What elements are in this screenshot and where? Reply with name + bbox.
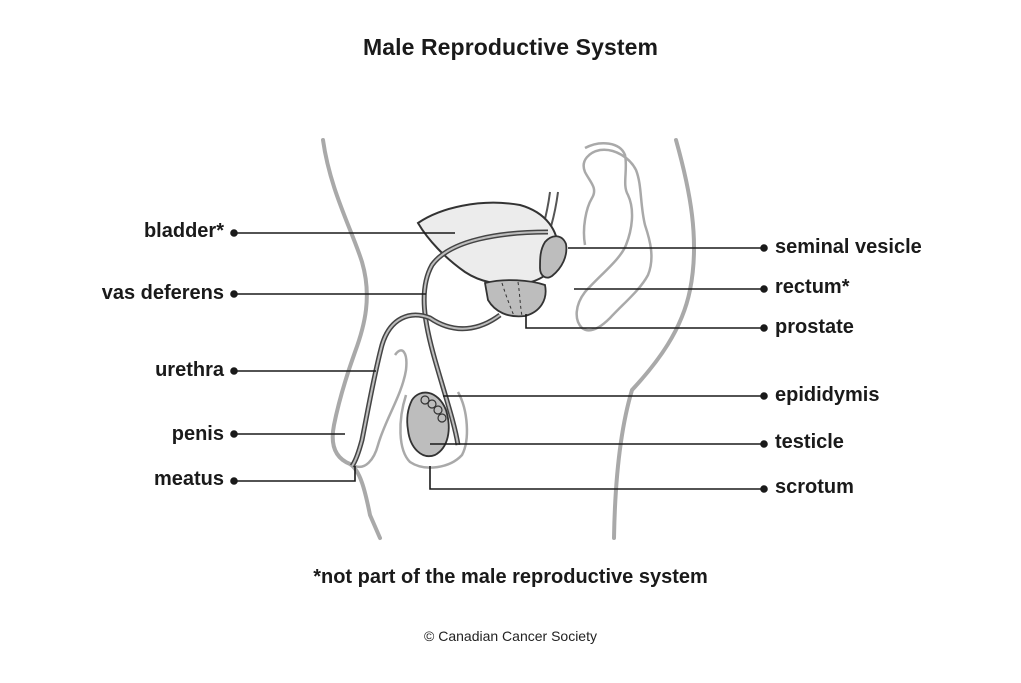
label-meatus: meatus: [153, 468, 224, 490]
testicle-shape: [406, 391, 450, 457]
rectum-outline: [575, 142, 653, 332]
label-epididymis: epididymis: [775, 384, 880, 406]
label-testicle: testicle: [775, 431, 844, 453]
footnote: *not part of the male reproductive syste…: [313, 566, 708, 588]
copyright-credit: © Canadian Cancer Society: [424, 628, 597, 644]
leader-line-scrotum: [429, 466, 764, 490]
bladder-shape: [416, 201, 560, 286]
prostate-shape: [483, 279, 547, 318]
label-urethra: urethra: [155, 359, 224, 381]
label-prostate: prostate: [775, 316, 854, 338]
seminal-vesicle-shape: [539, 235, 568, 279]
label-bladder: bladder*: [143, 220, 224, 242]
label-penis: penis: [171, 423, 224, 445]
prostate-dash-2: [517, 281, 523, 317]
left-leader-lines: [230, 229, 455, 485]
urethra-tube-inner: [351, 314, 501, 467]
label-seminal-vesicle: seminal vesicle: [775, 236, 922, 258]
diagram-title: Male Reproductive System: [362, 34, 659, 60]
label-scrotum: scrotum: [775, 476, 854, 498]
scrotum-outline: [399, 391, 469, 469]
label-rectum: rectum*: [775, 276, 850, 298]
prostate-dash-1: [501, 282, 515, 317]
vas-deferens-tube-inner: [423, 231, 549, 446]
right-leader-lines: [429, 244, 768, 493]
penis-outline: [354, 349, 408, 469]
body-front-outline: [321, 138, 382, 540]
body-back-outline: [612, 138, 697, 540]
leader-line-prostate: [525, 314, 764, 329]
leader-line-meatus: [234, 466, 356, 482]
label-vas-deferens: vas deferens: [101, 282, 224, 304]
epididymis-coils: [420, 395, 447, 423]
